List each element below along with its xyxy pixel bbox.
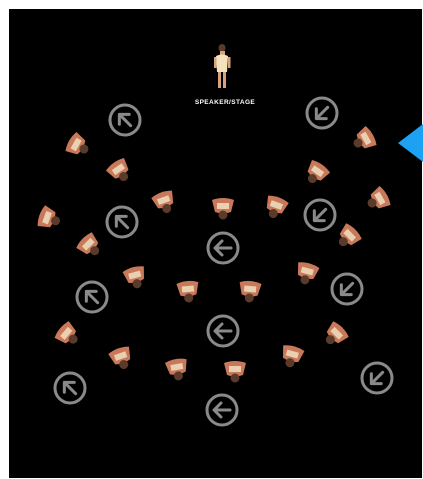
- arrow-upleft-row4-left-icon[interactable]: [55, 373, 85, 403]
- audience-member: [108, 345, 136, 373]
- arrow-upleft-row3-left-icon[interactable]: [77, 282, 107, 312]
- audience-member: [332, 222, 363, 253]
- audience-member: [36, 205, 64, 233]
- audience-member: [212, 198, 234, 220]
- arrow-downleft-row4-right-icon[interactable]: [362, 363, 392, 393]
- audience-member: [363, 185, 393, 215]
- arrow-downleft-row2-right-icon[interactable]: [305, 200, 335, 230]
- arrow-upleft-row2-left-icon[interactable]: [107, 207, 137, 237]
- audience-member: [53, 320, 84, 351]
- arrow-downleft-row3-right-icon[interactable]: [332, 274, 362, 304]
- audience-member: [122, 264, 149, 290]
- audience-member: [75, 231, 106, 262]
- stage-label: SPEAKER/STAGE: [195, 99, 256, 106]
- arrow-left-center-2-icon[interactable]: [208, 316, 238, 346]
- audience-member: [349, 125, 379, 155]
- audience-member: [151, 189, 179, 217]
- audience-member: [105, 156, 135, 186]
- audience-member: [261, 194, 289, 222]
- arrow-upleft-row1-left-icon[interactable]: [110, 105, 140, 135]
- audience-member: [238, 280, 262, 303]
- audience-member: [278, 343, 305, 369]
- audience-member: [176, 280, 200, 303]
- audience-member: [165, 357, 190, 382]
- speaker-figure: [214, 44, 231, 88]
- arrow-left-center-1-icon[interactable]: [208, 233, 238, 263]
- audience-member: [293, 260, 320, 286]
- audience-member: [64, 131, 94, 161]
- arrow-downleft-row1-right-icon[interactable]: [307, 98, 337, 128]
- audience-member: [301, 158, 331, 188]
- arrow-left-center-3-icon[interactable]: [207, 395, 237, 425]
- audience-member: [224, 361, 246, 383]
- side-panel-toggle-icon[interactable]: [398, 124, 423, 162]
- audience-member: [319, 320, 350, 351]
